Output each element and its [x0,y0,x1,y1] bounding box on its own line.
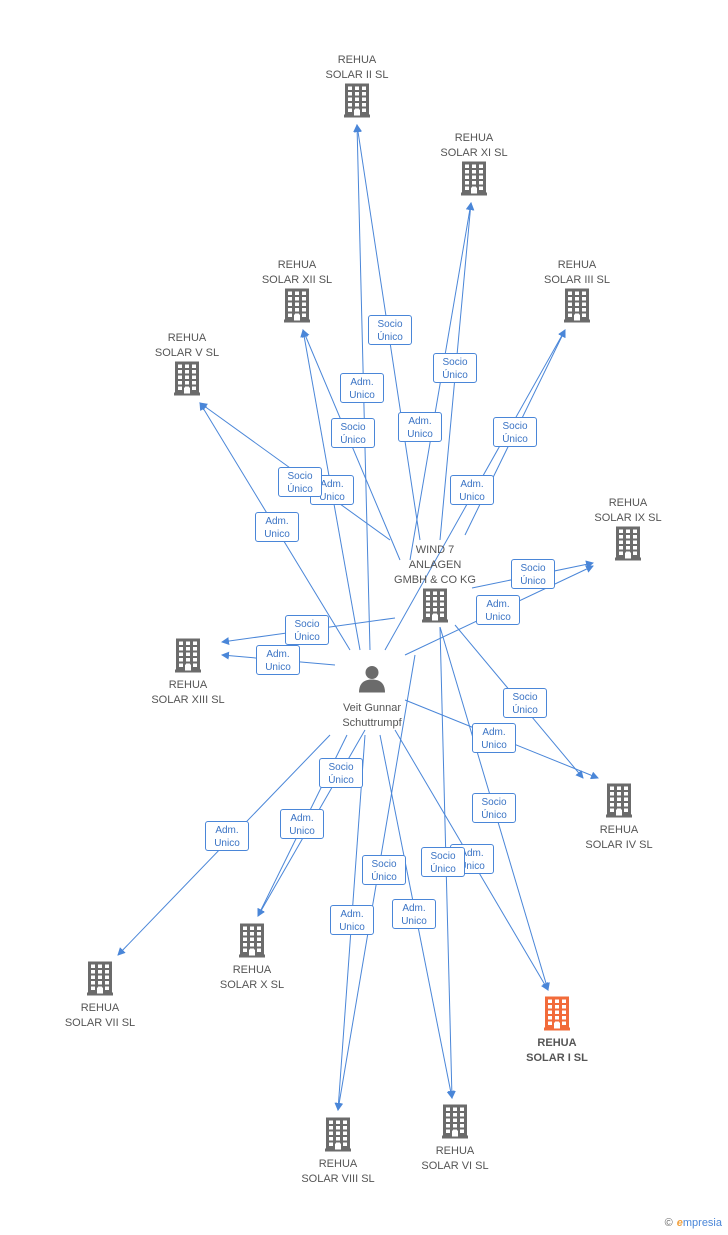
building-icon[interactable] [174,361,200,401]
edge-label-wind7-solar1[interactable]: Socio Único [472,793,516,823]
edge-label-person-solar8[interactable]: Adm. Unico [330,905,374,935]
brand-logo-initial: e [676,1217,683,1229]
edge-label-wind7-solar10[interactable]: Socio Único [319,758,363,788]
edge-label-person-solar13[interactable]: Adm. Unico [256,645,300,675]
building-icon[interactable] [544,996,570,1036]
building-icon[interactable] [442,1104,468,1144]
edge-label-person-solar4[interactable]: Adm. Unico [472,723,516,753]
person-icon[interactable] [358,665,386,698]
edge-label-wind7-solar3[interactable]: Socio Único [493,417,537,447]
node-label-solar12[interactable]: REHUA SOLAR XII SL [261,259,333,286]
brand-logo-text: mpresia [682,1217,722,1229]
building-icon[interactable] [284,288,310,328]
node-label-solar13[interactable]: REHUA SOLAR XIII SL [151,679,225,706]
edge-label-person-solar3[interactable]: Adm. Unico [450,475,494,505]
building-icon[interactable] [615,526,641,566]
node-label-solar7[interactable]: REHUA SOLAR VII SL [64,1002,136,1029]
edge-label-person-solar9[interactable]: Adm. Unico [476,595,520,625]
building-icon[interactable] [325,1117,351,1157]
building-icon[interactable] [461,161,487,201]
edge-label-person-solar2[interactable]: Adm. Unico [340,373,384,403]
edge-label-wind7-solar13[interactable]: Socio Único [285,615,329,645]
building-icon[interactable] [606,783,632,823]
node-label-solar9[interactable]: REHUA SOLAR IX SL [594,497,662,524]
edge-label-wind7-solar4[interactable]: Socio Único [503,688,547,718]
building-icon[interactable] [87,961,113,1001]
edge-label-wind7-solar12[interactable]: Socio Único [331,418,375,448]
copyright-symbol: © [664,1217,673,1229]
node-label-wind7[interactable]: WIND 7 ANLAGEN GMBH & CO KG [394,544,476,586]
edge-label-wind7-solar2[interactable]: Socio Único [368,315,412,345]
edge-label-wind7-solar6[interactable]: Socio Único [421,847,465,877]
node-label-solar6[interactable]: REHUA SOLAR VI SL [421,1145,489,1172]
edge-label-wind7-solar8[interactable]: Socio Único [362,855,406,885]
building-icon[interactable] [239,923,265,963]
building-icon[interactable] [422,588,448,628]
edge-label-wind7-solar5[interactable]: Socio Único [278,467,322,497]
edge-label-person-solar10[interactable]: Adm. Unico [280,809,324,839]
node-label-solar10[interactable]: REHUA SOLAR X SL [219,964,285,991]
node-label-solar8[interactable]: REHUA SOLAR VIII SL [301,1158,375,1185]
building-icon[interactable] [175,638,201,678]
edge-label-wind7-solar11[interactable]: Socio Único [433,353,477,383]
edge-label-person-solar5[interactable]: Adm. Unico [255,512,299,542]
building-icon[interactable] [564,288,590,328]
node-label-solar3[interactable]: REHUA SOLAR III SL [543,259,611,286]
footer-brand: ©empresia [665,1217,722,1229]
edge-label-person-solar7[interactable]: Adm. Unico [205,821,249,851]
edge-label-wind7-solar9[interactable]: Socio Único [511,559,555,589]
node-label-solar4[interactable]: REHUA SOLAR IV SL [585,824,653,851]
node-label-person[interactable]: Veit Gunnar Schuttrumpf [342,702,402,729]
node-label-solar2[interactable]: REHUA SOLAR II SL [325,54,389,81]
node-label-solar5[interactable]: REHUA SOLAR V SL [154,332,220,359]
node-label-solar1[interactable]: REHUA SOLAR I SL [526,1037,588,1064]
edge-label-person-solar11[interactable]: Adm. Unico [398,412,442,442]
node-label-solar11[interactable]: REHUA SOLAR XI SL [440,132,508,159]
building-icon[interactable] [344,83,370,123]
edge-label-person-solar6[interactable]: Adm. Unico [392,899,436,929]
